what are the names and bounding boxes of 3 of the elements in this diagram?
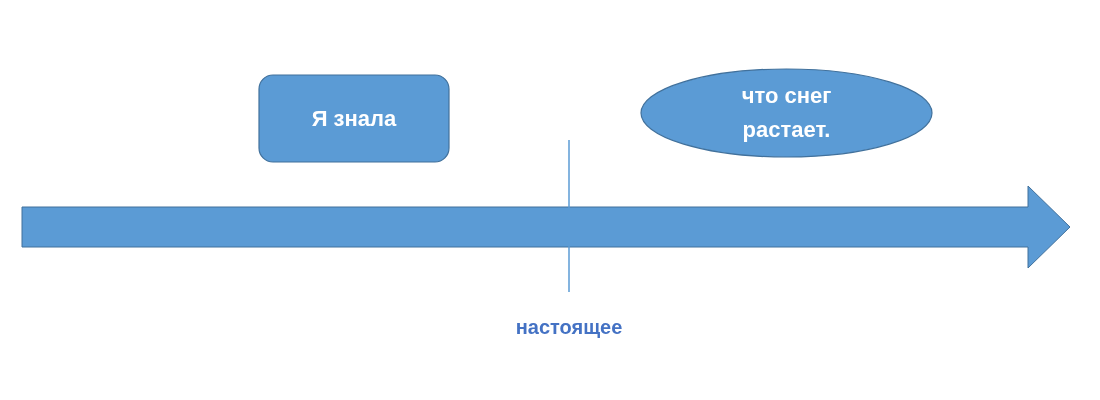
node-text: что снег растает. [740,82,833,144]
time-label: настоящее [515,316,623,339]
node-text: Я знала [311,104,397,133]
